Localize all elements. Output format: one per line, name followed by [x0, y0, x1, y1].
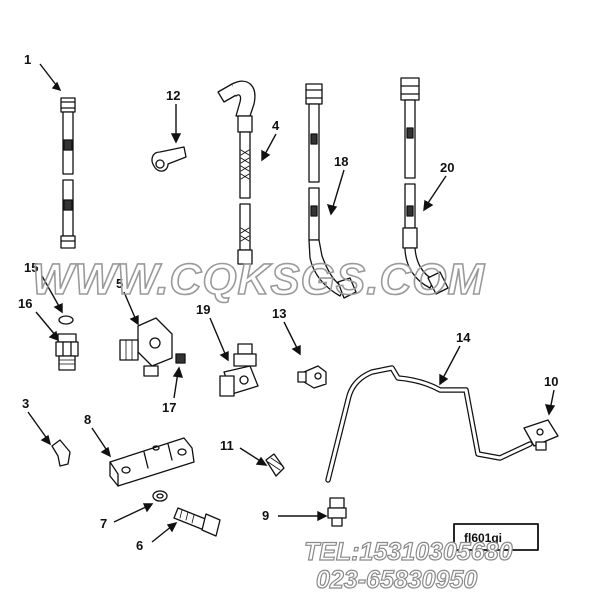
- callout-13: 13: [272, 306, 286, 321]
- part-17-plug: [175, 353, 186, 364]
- part-13-elbow: [297, 365, 327, 389]
- callout-11: 11: [220, 438, 234, 453]
- part-19-elbow: [219, 343, 259, 397]
- watermark-tel: TEL:15310305680: [304, 538, 513, 566]
- callout-6: 6: [136, 538, 143, 553]
- part-5-tee: [119, 317, 173, 377]
- callout-17: 17: [162, 400, 176, 415]
- callout-16: 16: [18, 296, 32, 311]
- part-11-fitting: [265, 453, 285, 477]
- callout-8: 8: [84, 412, 91, 427]
- callout-1: 1: [24, 52, 31, 67]
- part-1-tube: [60, 97, 76, 249]
- callout-18: 18: [334, 154, 348, 169]
- callout-20: 20: [440, 160, 454, 175]
- watermark-phone: 023-65830950: [316, 566, 477, 594]
- reference-box: [453, 523, 539, 551]
- reference-code: fl601gi: [464, 531, 502, 545]
- part-6-bolt: [173, 507, 221, 537]
- part-20-tube: [400, 77, 449, 295]
- part-3-elbow: [51, 439, 71, 467]
- callout-14: 14: [456, 330, 471, 345]
- callout-9: 9: [262, 508, 269, 523]
- callout-5: 5: [116, 276, 123, 291]
- callout-7: 7: [100, 516, 107, 531]
- callout-19: 19: [196, 302, 210, 317]
- part-16-adapter: [55, 333, 79, 371]
- callout-12: 12: [166, 88, 180, 103]
- callout-labels: 1 12 4 18 20 15 5 16 19 13 17 14 10 3 8 …: [18, 52, 558, 553]
- part-9-connector: [327, 497, 347, 527]
- part-7-washer: [152, 490, 168, 502]
- callout-arrows: [27, 63, 556, 543]
- part-18-tube: [305, 83, 357, 299]
- callout-10: 10: [544, 374, 558, 389]
- part-15-o-ring: [58, 315, 74, 325]
- watermark-website: WWW.CQKSGS.COM: [32, 255, 485, 304]
- part-4-hose: [217, 80, 256, 265]
- callout-4: 4: [272, 118, 280, 133]
- callout-15: 15: [24, 260, 38, 275]
- part-14-tube: [325, 365, 533, 483]
- part-12-clip: [151, 146, 187, 172]
- callout-3: 3: [22, 396, 29, 411]
- part-10-elbow: [523, 419, 559, 451]
- part-8-bracket: [109, 437, 195, 487]
